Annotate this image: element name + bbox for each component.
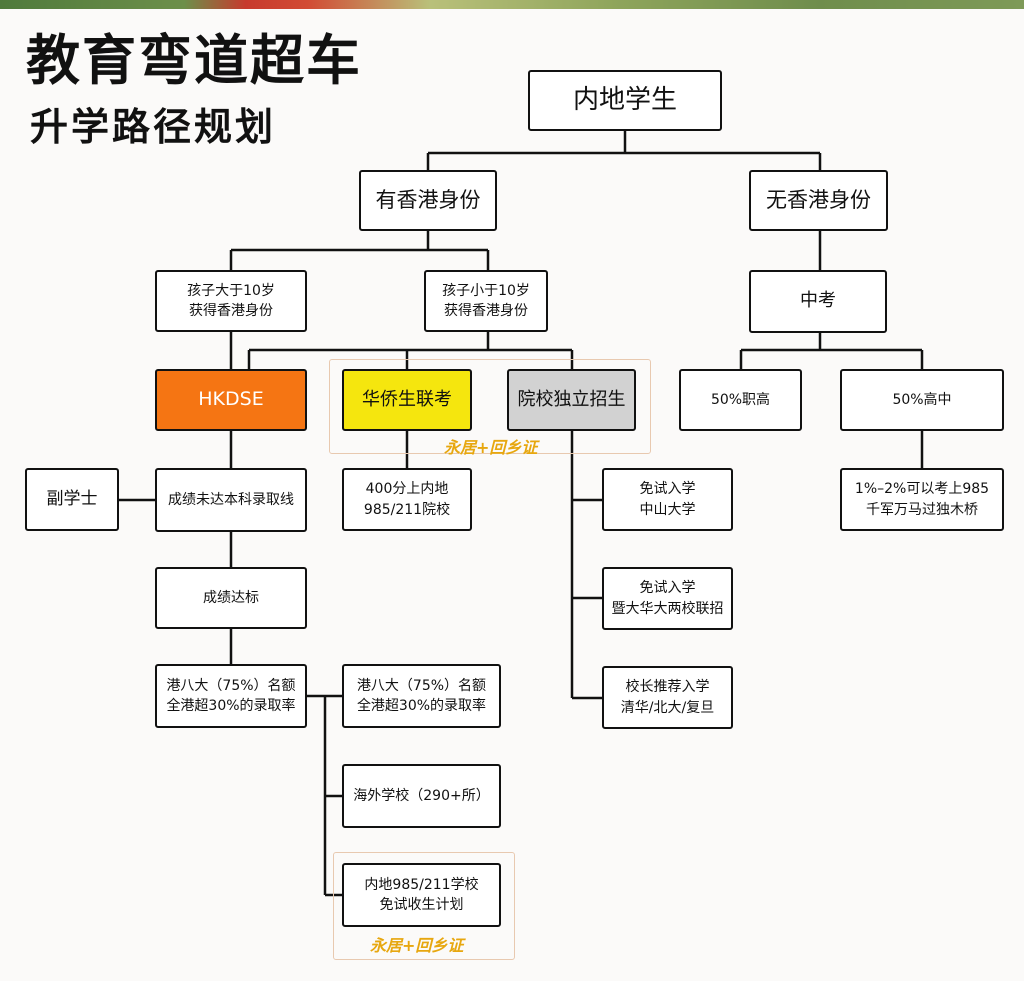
node-below-cutoff: 成绩未达本科录取线: [155, 468, 307, 532]
node-hkdse: HKDSE: [155, 369, 307, 431]
node-principal-recommend: 校长推荐入学 清华/北大/复旦: [602, 666, 733, 729]
node-mainland-985: 内地985/211学校 免试收生计划: [342, 863, 501, 927]
top-photo-strip: [0, 0, 1024, 9]
node-high-school: 50%高中: [840, 369, 1004, 431]
residence-frame-top: [329, 359, 651, 454]
node-associate-degree: 副学士: [25, 468, 119, 531]
node-independent-admission: 院校独立招生: [507, 369, 636, 431]
node-with-hk-id: 有香港身份: [359, 170, 497, 231]
node-vocational: 50%职高: [679, 369, 802, 431]
node-without-hk-id: 无香港身份: [749, 170, 888, 231]
node-hk8-left: 港八大（75%）名额 全港超30%的录取率: [155, 664, 307, 728]
note-residence-top: 永居+回乡证: [444, 438, 538, 457]
node-exempt-jinan: 免试入学 暨大华大两校联招: [602, 567, 733, 630]
node-zhongkao: 中考: [749, 270, 887, 333]
node-child-under-10: 孩子小于10岁 获得香港身份: [424, 270, 548, 332]
node-hk8-right: 港八大（75%）名额 全港超30%的录取率: [342, 664, 501, 728]
node-score-400: 400分上内地 985/211院校: [342, 468, 472, 531]
node-one-percent: 1%–2%可以考上985 千军万马过独木桥: [840, 468, 1004, 531]
node-child-over-10: 孩子大于10岁 获得香港身份: [155, 270, 307, 332]
node-overseas-schools: 海外学校（290+所）: [342, 764, 501, 828]
node-exempt-sysu: 免试入学 中山大学: [602, 468, 733, 531]
node-overseas-chinese-exam: 华侨生联考: [342, 369, 472, 431]
node-score-met: 成绩达标: [155, 567, 307, 629]
note-residence-bottom: 永居+回乡证: [370, 936, 464, 955]
page-title: 教育弯道超车: [26, 29, 362, 92]
residence-frame-bottom: [333, 852, 515, 960]
page-subtitle: 升学路径规划: [30, 105, 277, 149]
node-root: 内地学生: [528, 70, 722, 131]
